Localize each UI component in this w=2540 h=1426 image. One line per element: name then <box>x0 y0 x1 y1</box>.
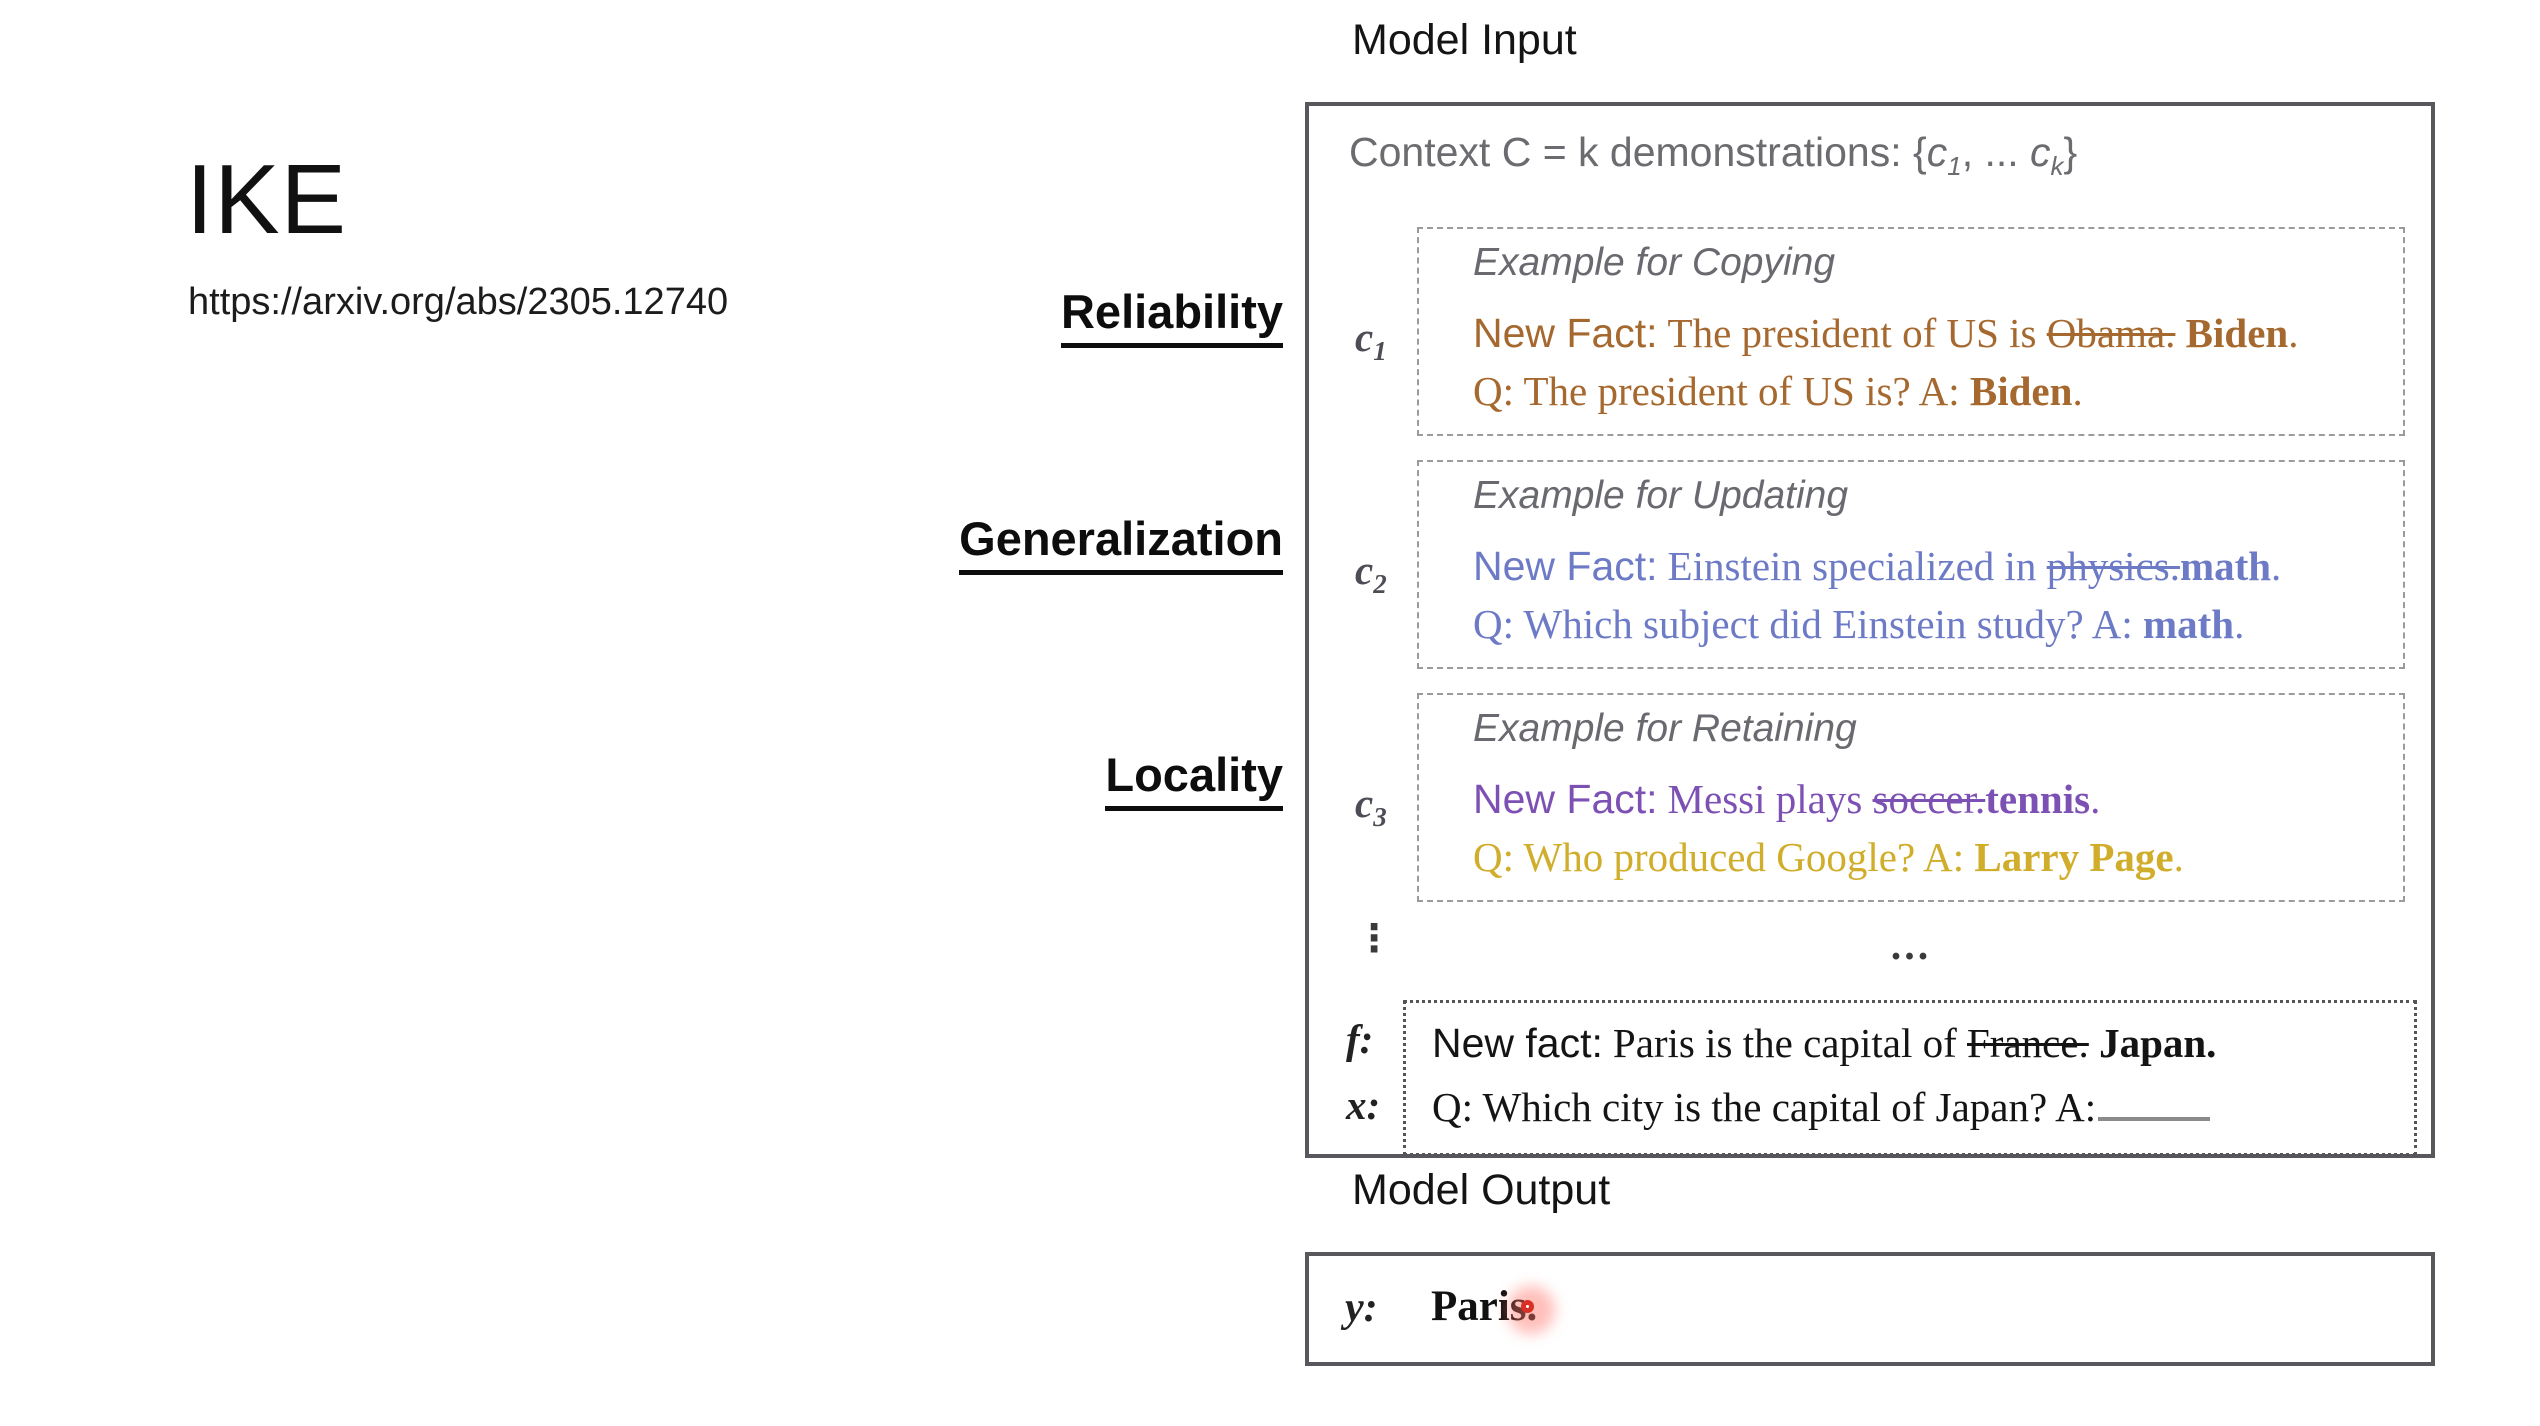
answer-blank <box>2098 1085 2211 1122</box>
question-line: Q: Which subject did Einstein study? A: … <box>1473 601 2245 648</box>
example-box-updating: Example for Updating New Fact:Einstein s… <box>1417 460 2405 670</box>
x-label: x: <box>1346 1082 1381 1129</box>
example-box-copying: Example for Copying New Fact:The preside… <box>1417 227 2405 437</box>
c2-label: c2 <box>1355 547 1387 600</box>
laser-pointer-dot <box>1521 1300 1534 1313</box>
context-line: Context C = k demonstrations: {c1, ... c… <box>1349 129 2078 182</box>
query-box: f: x: New fact:Paris is the capital of F… <box>1346 1000 2417 1157</box>
model-input-box: Context C = k demonstrations: {c1, ... c… <box>1305 102 2435 1158</box>
example-header: Example for Updating <box>1473 474 1849 518</box>
label-generalization: Generalization <box>959 511 1283 575</box>
f-label: f: <box>1346 1016 1374 1063</box>
model-output-box: y: Paris. <box>1305 1252 2435 1366</box>
example-header: Example for Retaining <box>1473 707 1857 751</box>
question-line: Q: The president of US is? A: Biden. <box>1473 368 2083 415</box>
answer-value: math <box>2142 601 2235 648</box>
y-label: y: <box>1345 1285 1378 1331</box>
new-fact-value: tennis <box>1985 776 2091 823</box>
vertical-ellipsis: ⋮ <box>1355 916 1393 961</box>
fact-line: New Fact:Einstein specialized in physics… <box>1473 543 2282 590</box>
model-input-heading: Model Input <box>1352 16 1577 64</box>
horizontal-ellipsis: ... <box>1890 923 1932 970</box>
label-reliability: Reliability <box>1060 284 1283 348</box>
paper-url: https://arxiv.org/abs/2305.12740 <box>188 281 729 323</box>
new-fact-value: Biden <box>2185 310 2289 357</box>
output-answer: Paris. <box>1431 1283 1538 1330</box>
label-locality: Locality <box>1105 747 1283 811</box>
example-row-updating: c2 Example for Updating New Fact:Einstei… <box>1355 460 2405 670</box>
answer-value: Biden <box>1969 368 2073 415</box>
fact-line: New Fact:Messi plays soccer.tennis. <box>1473 776 2101 823</box>
new-fact-value: Japan. <box>2099 1020 2217 1067</box>
struck-old-fact: soccer. <box>1872 776 1986 823</box>
new-fact-query-line: New fact:Paris is the capital of France.… <box>1432 1020 2217 1067</box>
ellipsis-row: ⋮ ... <box>1355 916 2405 986</box>
example-box-retaining: Example for Retaining New Fact:Messi pla… <box>1417 693 2405 903</box>
model-output-heading: Model Output <box>1352 1166 1611 1214</box>
example-header: Example for Copying <box>1473 241 1836 285</box>
example-row-retaining: c3 Example for Retaining New Fact:Messi … <box>1355 693 2405 903</box>
slide-title: IKE <box>186 144 347 254</box>
new-fact-value: math <box>2179 543 2272 590</box>
fact-line: New Fact:The president of US is Obama. B… <box>1473 310 2299 357</box>
c3-label: c3 <box>1355 780 1387 833</box>
example-row-copying: c1 Example for Copying New Fact:The pres… <box>1355 227 2405 437</box>
answer-value: Larry Page <box>1974 834 2174 881</box>
c1-label: c1 <box>1355 314 1387 367</box>
question-line: Q: Who produced Google? A: Larry Page. <box>1473 834 2184 881</box>
question-query-line: Q: Which city is the capital of Japan? A… <box>1432 1075 2398 1139</box>
struck-old-fact: physics. <box>2046 543 2180 590</box>
struck-old-fact: Obama. <box>2046 310 2176 357</box>
struck-old-fact: France. <box>1967 1020 2089 1067</box>
